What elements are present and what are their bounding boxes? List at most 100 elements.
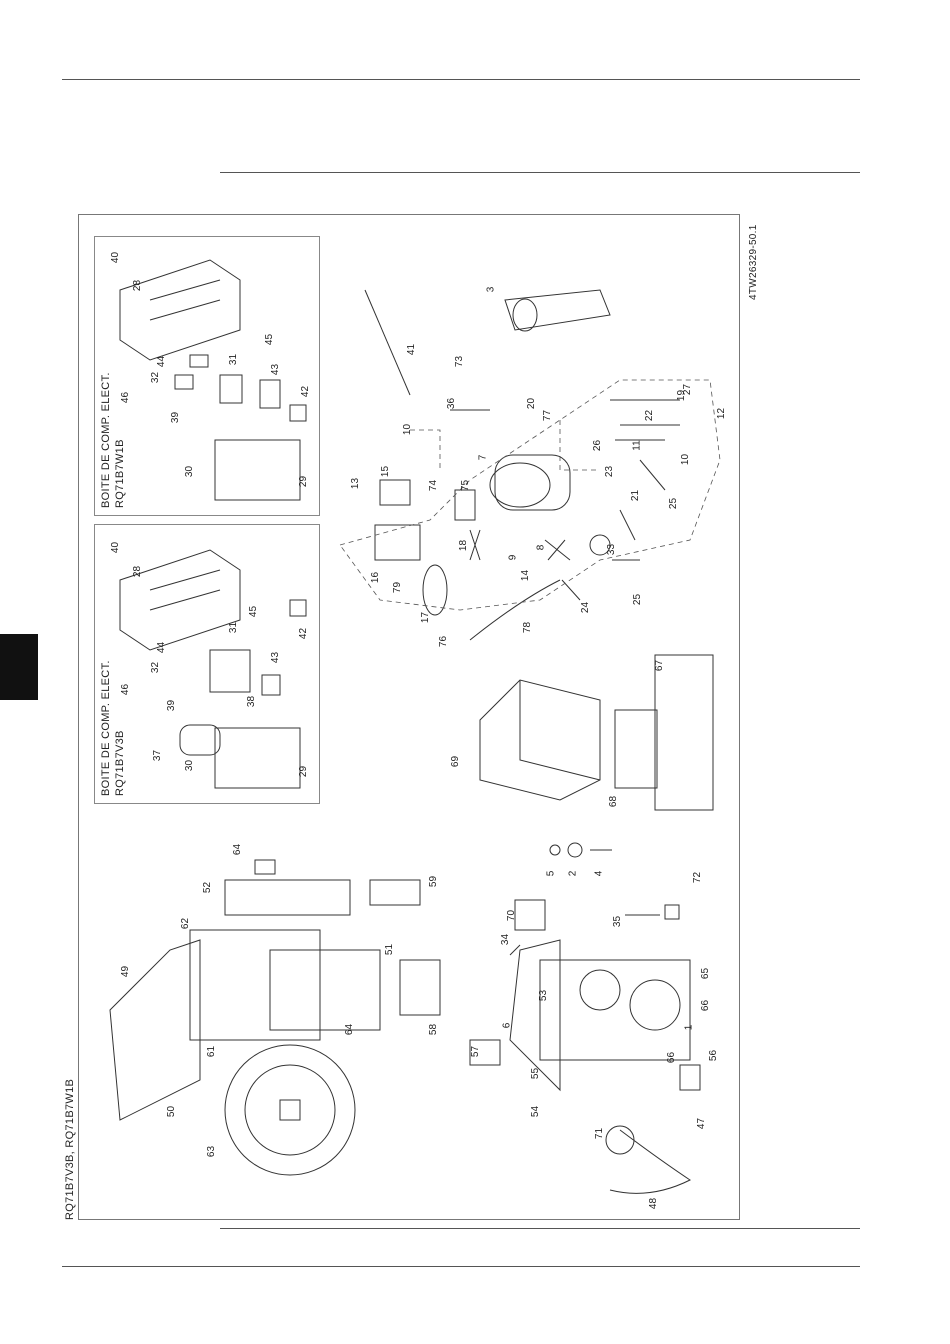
section-rule	[220, 172, 860, 173]
part-number: 71	[594, 1127, 606, 1140]
part-number: 73	[454, 355, 466, 368]
part-number: 25	[632, 593, 644, 606]
part-number: 10	[402, 423, 414, 436]
part-number: 45	[248, 605, 260, 618]
part-number: 35	[612, 915, 624, 928]
part-number: 2	[567, 870, 579, 877]
part-number: 44	[156, 641, 168, 654]
part-number: 36	[446, 397, 458, 410]
part-number: 54	[530, 1105, 542, 1118]
part-number: 66	[700, 999, 712, 1012]
part-number: 30	[184, 759, 196, 772]
part-number: 21	[630, 489, 642, 502]
part-number: 64	[232, 843, 244, 856]
part-number: 69	[450, 755, 462, 768]
part-number: 12	[716, 407, 728, 420]
part-number: 46	[120, 683, 132, 696]
part-number: 22	[644, 409, 656, 422]
part-number: 49	[120, 965, 132, 978]
part-number: 15	[380, 465, 392, 478]
top-rule	[62, 79, 860, 80]
part-number: 68	[608, 795, 620, 808]
part-number: 11	[631, 440, 643, 451]
part-number: 23	[604, 465, 616, 478]
part-number: 67	[654, 659, 666, 672]
part-number: 5	[545, 870, 557, 877]
part-number: 78	[522, 621, 534, 634]
part-number: 76	[438, 635, 450, 648]
part-number: 26	[592, 439, 604, 452]
part-number: 45	[264, 333, 276, 346]
part-number: 16	[370, 571, 382, 584]
part-number: 31	[228, 353, 240, 366]
bottom-section-rule	[220, 1228, 860, 1229]
part-number: 32	[150, 661, 162, 674]
part-number: 53	[538, 989, 550, 1002]
part-number: 13	[350, 477, 362, 490]
part-number: 17	[420, 611, 432, 624]
elec-box-w1b	[94, 236, 320, 516]
part-number: 37	[152, 749, 164, 762]
part-number: 18	[458, 539, 470, 552]
part-number: 59	[428, 875, 440, 888]
part-number: 43	[270, 363, 282, 376]
part-number: 28	[132, 565, 144, 578]
part-number: 79	[392, 581, 404, 594]
part-number: 10	[680, 453, 692, 466]
part-number: 39	[166, 699, 178, 712]
part-number: 43	[270, 651, 282, 664]
chapter-tab	[0, 634, 38, 700]
part-number: 33	[606, 543, 618, 556]
part-number: 39	[170, 411, 182, 424]
part-number: 58	[428, 1023, 440, 1036]
part-number: 31	[228, 621, 240, 634]
part-number: 64	[344, 1023, 356, 1036]
part-number: 61	[206, 1045, 218, 1058]
part-number: 48	[648, 1197, 660, 1210]
part-number: 72	[692, 871, 704, 884]
part-number: 29	[298, 475, 310, 488]
part-number: 62	[180, 917, 192, 930]
part-number: 56	[708, 1049, 720, 1062]
part-number: 75	[460, 479, 472, 492]
bottom-rule	[62, 1266, 860, 1267]
part-number: 41	[406, 343, 418, 356]
part-number: 30	[184, 465, 196, 478]
part-number: 44	[156, 355, 168, 368]
part-number: 57	[470, 1045, 482, 1058]
part-number: 55	[530, 1067, 542, 1080]
part-number: 27	[682, 383, 694, 396]
part-number: 52	[202, 881, 214, 894]
part-number: 3	[485, 286, 497, 293]
part-number: 1	[683, 1024, 695, 1031]
part-number: 50	[166, 1105, 178, 1118]
part-number: 42	[300, 385, 312, 398]
part-number: 70	[506, 909, 518, 922]
part-number: 20	[526, 397, 538, 410]
part-number: 6	[501, 1022, 513, 1029]
part-number: 29	[298, 765, 310, 778]
part-number: 25	[668, 497, 680, 510]
part-number: 46	[120, 391, 132, 404]
part-number: 40	[110, 541, 122, 554]
part-number: 14	[520, 569, 532, 582]
part-number: 4	[593, 870, 605, 877]
part-number: 9	[507, 554, 519, 561]
part-number: 24	[580, 601, 592, 614]
part-number: 51	[384, 943, 396, 956]
part-number: 34	[500, 933, 512, 946]
part-number: 32	[150, 371, 162, 384]
part-number: 74	[428, 479, 440, 492]
part-number: 66	[666, 1051, 678, 1064]
elec-box-v3b	[94, 524, 320, 804]
part-number: 38	[246, 695, 258, 708]
part-number: 63	[206, 1145, 218, 1158]
part-number: 77	[542, 409, 554, 422]
part-number: 42	[298, 627, 310, 640]
part-number: 28	[132, 279, 144, 292]
part-number: 47	[696, 1117, 708, 1130]
part-number: 65	[700, 967, 712, 980]
part-number: 7	[477, 454, 489, 461]
part-number: 8	[535, 544, 547, 551]
